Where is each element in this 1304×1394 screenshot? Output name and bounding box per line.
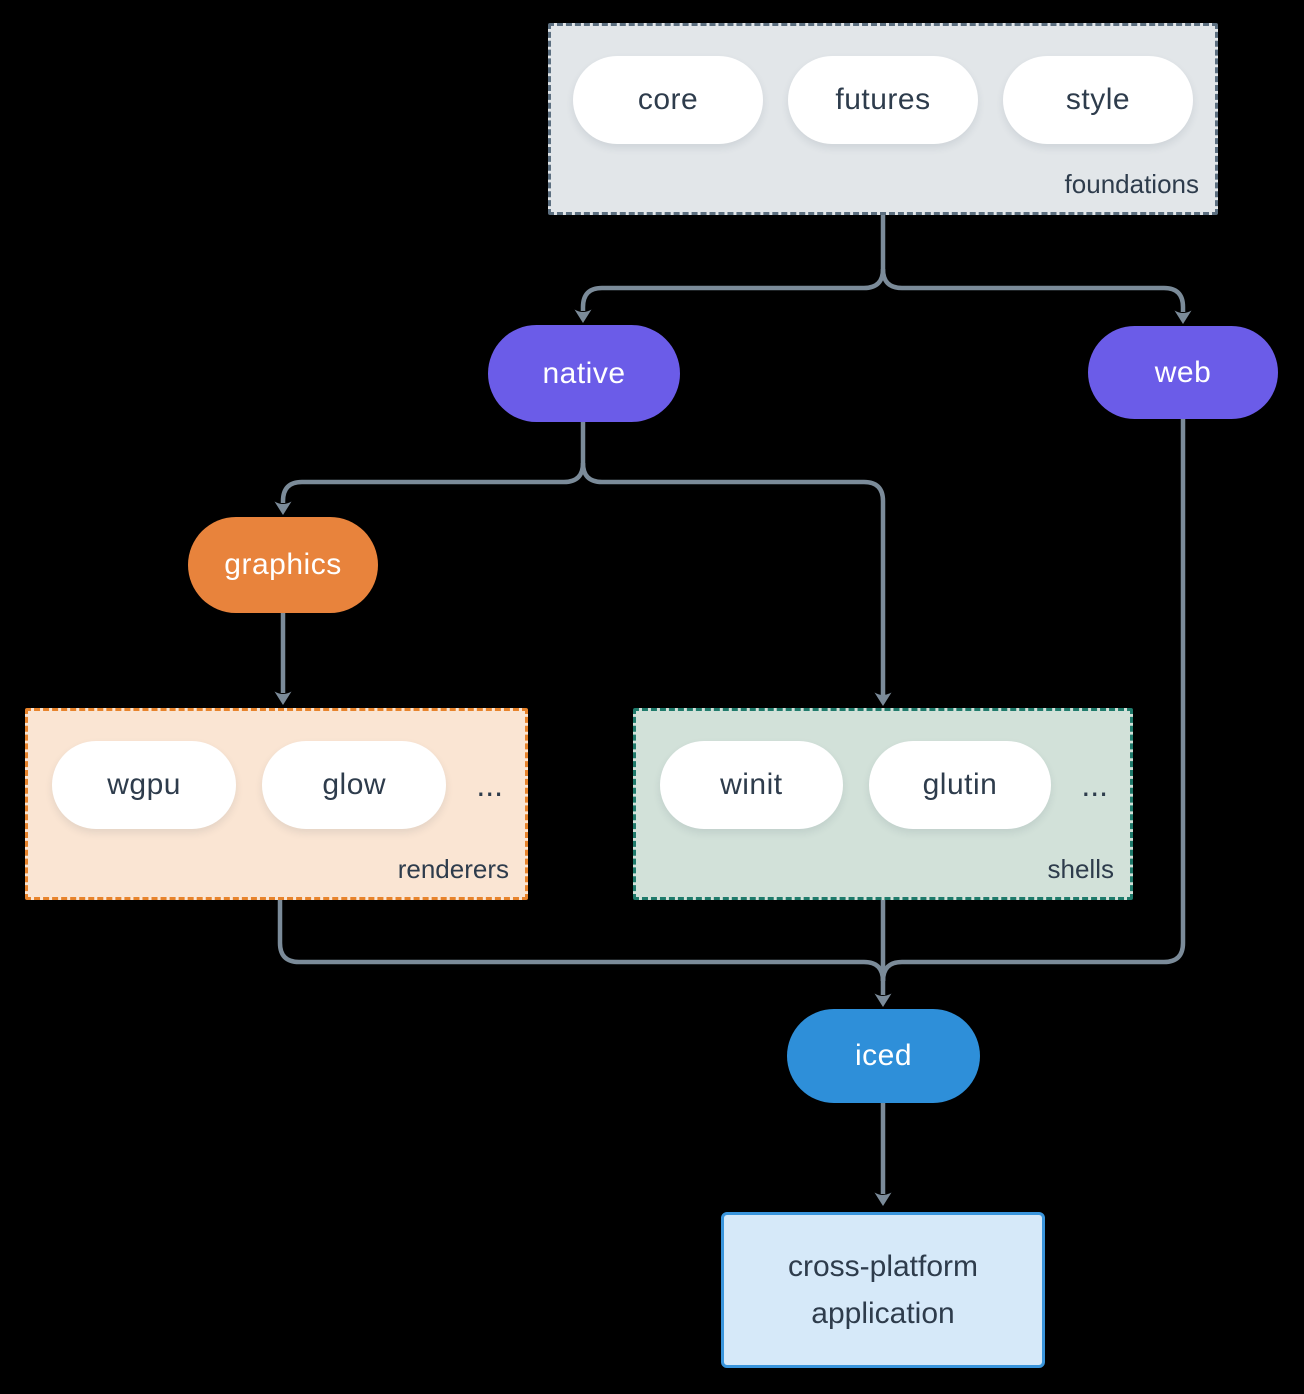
edge-native-shells xyxy=(580,462,886,695)
edge-foundations-web xyxy=(880,268,1186,312)
arrowhead-application xyxy=(874,1192,892,1206)
shells-pill-row: winit glutin ... xyxy=(660,741,1108,829)
node-glow: glow xyxy=(262,741,447,829)
group-label-renderers: renderers xyxy=(397,854,509,884)
node-graphics: graphics xyxy=(188,517,378,613)
arrowhead-graphics xyxy=(274,501,292,515)
group-shells: winit glutin ... shells xyxy=(633,708,1133,900)
edge-renderers-merge xyxy=(277,900,886,982)
node-iced: iced xyxy=(787,1009,980,1103)
renderers-ellipsis: ... xyxy=(476,766,503,803)
arrowhead-native xyxy=(574,309,592,323)
arrowhead-web xyxy=(1174,310,1192,324)
arrowhead-iced xyxy=(874,993,892,1007)
renderers-pill-row: wgpu glow ... xyxy=(52,741,503,829)
edge-native-graphics xyxy=(280,462,586,504)
node-futures: futures xyxy=(788,56,978,144)
group-label-foundations: foundations xyxy=(1064,169,1199,199)
arrowhead-renderers xyxy=(274,691,292,705)
group-label-shells: shells xyxy=(1047,854,1114,884)
edge-foundations-native xyxy=(580,268,886,311)
shells-ellipsis: ... xyxy=(1081,766,1108,803)
node-winit: winit xyxy=(660,741,843,829)
group-renderers: wgpu glow ... renderers xyxy=(25,708,528,900)
node-core: core xyxy=(573,56,763,144)
node-style: style xyxy=(1003,56,1193,144)
node-glutin: glutin xyxy=(868,741,1052,829)
node-web: web xyxy=(1088,326,1278,419)
node-cross-platform-application: cross-platform application xyxy=(721,1212,1045,1368)
node-wgpu: wgpu xyxy=(52,741,237,829)
group-foundations: core futures style foundations xyxy=(548,23,1218,215)
foundations-pill-row: core futures style xyxy=(573,56,1193,144)
arrowhead-shells xyxy=(874,692,892,706)
node-native: native xyxy=(488,325,680,422)
